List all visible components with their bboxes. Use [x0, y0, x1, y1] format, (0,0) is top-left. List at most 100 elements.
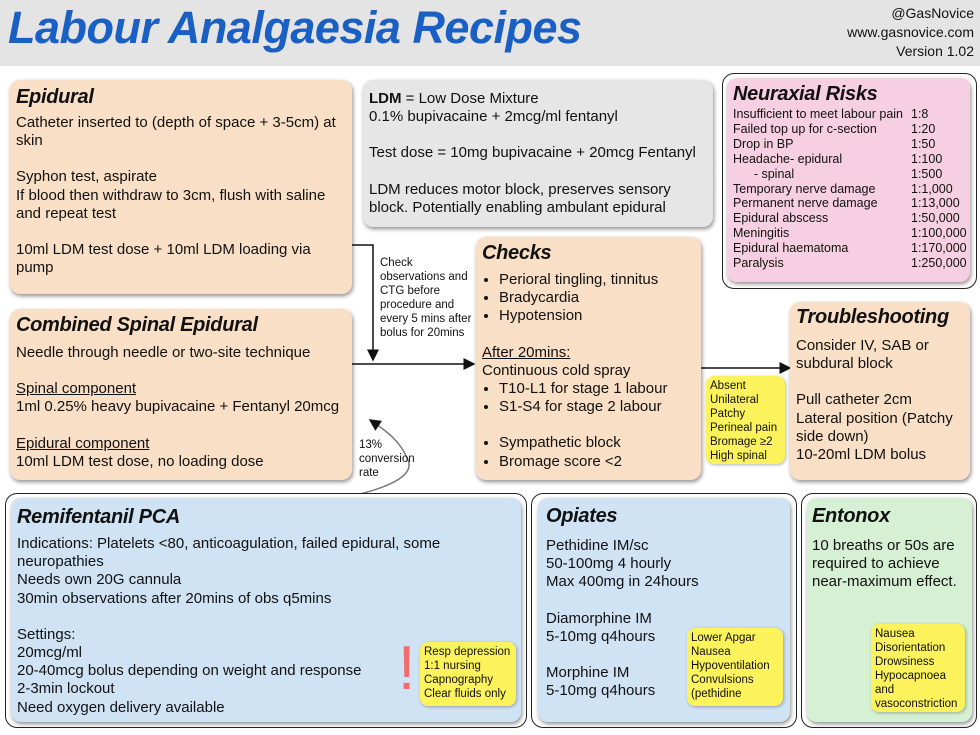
note-line: Bromage ≥2	[710, 436, 773, 448]
note-line: and	[875, 684, 895, 696]
neuraxial-heading: Neuraxial Risks	[733, 83, 878, 105]
risk-label: Epidural abscess	[733, 211, 829, 226]
entonox-side-effects-note: Nausea Disorientation Drowsiness Hypocap…	[871, 624, 965, 712]
troubleshooting-position: Lateral position (Patchy side down)	[796, 409, 953, 445]
pethidine-dose: 50-100mg 4 hourly	[546, 555, 672, 573]
block-check-item: Bromage score <2	[499, 453, 695, 471]
epidural-insertion: Catheter inserted to (depth of space + 3…	[16, 114, 336, 150]
ldm-term: LDM	[369, 90, 402, 107]
note-line: Lower Apgar	[691, 632, 756, 644]
troubleshooting-pull: Pull catheter 2cm	[796, 391, 912, 409]
header-bar: Labour Analgaesia Recipes @GasNovice www…	[0, 0, 980, 66]
risk-value: 1:13,000	[911, 196, 960, 211]
block-level-list: T10-L1 for stage 1 labour S1-S4 for stag…	[482, 380, 695, 416]
note-line: Perineal pain	[710, 422, 778, 434]
risk-value: 1:500	[911, 166, 943, 181]
remi-concentration: 20mcg/ml	[17, 644, 83, 662]
opiates-side-effects-note: Lower Apgar Nausea Hypoventilation Convu…	[687, 628, 783, 706]
check-item: Bradycardia	[499, 289, 695, 307]
check-item: Perioral tingling, tinnitus	[499, 271, 695, 289]
checks-list: Perioral tingling, tinnitus Bradycardia …	[482, 271, 695, 326]
neuraxial-risks-panel: Neuraxial Risks Insufficient to meet lab…	[727, 78, 970, 282]
cse-panel: Combined Spinal Epidural Needle through …	[10, 309, 352, 480]
warning-exclamation-icon: !	[398, 634, 416, 703]
checks-heading: Checks	[482, 242, 552, 264]
note-line: Nausea	[691, 646, 731, 658]
risk-value: 1:50	[911, 136, 936, 151]
troubleshooting-heading: Troubleshooting	[796, 306, 949, 328]
troubleshooting-consider: Consider IV, SAB or subdural block	[796, 337, 929, 373]
spinal-component-dose: 1ml 0.25% heavy bupivacaine + Fentanyl 2…	[16, 398, 340, 416]
troubleshooting-panel: Troubleshooting Consider IV, SAB or subd…	[790, 302, 970, 480]
cse-technique: Needle through needle or two-site techni…	[16, 344, 311, 361]
note-line: Patchy	[710, 408, 746, 420]
remi-lockout: 2-3min lockout	[17, 680, 115, 698]
remi-cannula: Needs own 20G cannula	[17, 571, 182, 589]
risk-label: Insufficient to meet labour pain	[733, 107, 904, 121]
diamorphine-dose: 5-10mg q4hours	[546, 627, 656, 645]
cold-spray-line: Continuous cold spray	[482, 361, 631, 379]
block-check-list: Sympathetic block Bromage score <2	[482, 434, 695, 470]
spinal-component-heading: Spinal component	[16, 380, 137, 398]
note-line: Nausea	[875, 628, 915, 640]
epidural-dose: 10ml LDM test dose + 10ml LDM loading vi…	[16, 241, 311, 277]
remi-safety-note: Resp depression 1:1 nursing Capnography …	[420, 642, 516, 706]
risk-value: 1:170,000	[911, 241, 967, 256]
note-line: High spinal	[710, 450, 767, 462]
ldm-mixture: 0.1% bupivacaine + 2mcg/ml fentanyl	[369, 108, 618, 126]
risk-label: - spinal	[733, 166, 795, 181]
note-line: 1:1 nursing	[424, 660, 481, 672]
risk-label: Temporary nerve damage	[733, 181, 876, 196]
troubleshooting-bolus: 10-20ml LDM bolus	[796, 446, 927, 464]
entonox-frame: Entonox 10 breaths or 50s are required t…	[801, 493, 977, 728]
entonox-text: 10 breaths or 50s are required to achiev…	[812, 537, 957, 591]
page-title: Labour Analgaesia Recipes	[8, 2, 582, 53]
note-line: Hypoventilation	[691, 660, 770, 672]
remi-oxygen: Need oxygen delivery available	[17, 698, 225, 716]
cse-heading: Combined Spinal Epidural	[16, 314, 258, 336]
epidural-panel: Epidural Catheter inserted to (depth of …	[10, 80, 352, 294]
risk-label: Epidural haematoma	[733, 241, 849, 256]
risk-label: Permanent nerve damage	[733, 196, 878, 211]
opiates-frame: Opiates Pethidine IM/sc 50-100mg 4 hourl…	[531, 493, 797, 728]
credits: @GasNovice www.gasnovice.com Version 1.0…	[847, 4, 974, 61]
checks-panel: Checks Perioral tingling, tinnitus Brady…	[476, 237, 701, 480]
ldm-def: = Low Dose Mixture	[401, 90, 539, 107]
risk-value: 1:1,000	[911, 181, 953, 196]
check-item: Hypotension	[499, 307, 695, 325]
note-line: Capnography	[424, 674, 494, 686]
risk-value: 1:100	[911, 151, 943, 166]
remi-panel: Remifentanil PCA Indications: Platelets …	[11, 498, 521, 722]
note-line: Convulsions	[691, 674, 754, 686]
twitter-handle: @GasNovice	[891, 5, 974, 21]
epidural-component-heading: Epidural component	[16, 434, 150, 452]
note-line: Disorientation	[875, 642, 946, 654]
epidural-blood: If blood then withdraw to 3cm, flush wit…	[16, 186, 326, 222]
pethidine-max: Max 400mg in 24hours	[546, 573, 699, 591]
risk-label: Paralysis	[733, 256, 784, 271]
risk-label: Headache- epidural	[733, 151, 843, 166]
note-line: Resp depression	[424, 646, 511, 658]
risk-value: 1:8	[911, 107, 929, 121]
morphine-dose: 5-10mg q4hours	[546, 682, 656, 700]
website-link[interactable]: www.gasnovice.com	[847, 24, 974, 40]
conversion-rate-note: 13% conversion rate	[359, 439, 415, 479]
epidural-to-checks-arrow	[352, 244, 379, 362]
block-item: T10-L1 for stage 1 labour	[499, 380, 695, 398]
note-line: Clear fluids only	[424, 688, 506, 700]
remi-heading: Remifentanil PCA	[17, 506, 181, 528]
opiates-heading: Opiates	[546, 505, 618, 527]
pethidine-route: Pethidine IM/sc	[546, 537, 649, 554]
note-line: (pethidine	[691, 688, 742, 700]
epidural-heading: Epidural	[16, 86, 94, 108]
risk-label: Meningitis	[733, 226, 790, 241]
epidural-component-dose: 10ml LDM test dose, no loading dose	[16, 452, 264, 470]
risk-label: Drop in BP	[733, 136, 794, 151]
note-line: vasoconstriction	[875, 698, 958, 710]
remi-observations: 30min observations after 20mins of obs q…	[17, 589, 332, 607]
risk-value: 1:250,000	[911, 256, 967, 271]
version-label: Version 1.02	[896, 43, 974, 59]
risk-value: 1:100,000	[911, 226, 967, 241]
ldm-definition: LDM = Low Dose Mixture	[369, 90, 707, 108]
